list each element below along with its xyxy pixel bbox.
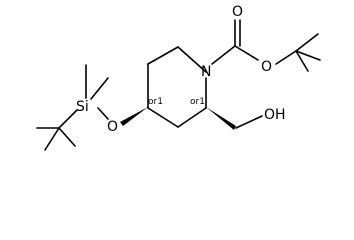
bond-carbonyl-ester-o: [234, 45, 259, 61]
atom-ester-oxygen: O: [261, 59, 272, 75]
bond-o-si: [97, 107, 109, 120]
bond-tbu-me-b: [58, 127, 76, 147]
atom-carbonyl-oxygen: O: [232, 4, 243, 20]
piperidine-ring: [147, 46, 207, 128]
bond-c3-c2: [177, 107, 207, 128]
bond-c6-c5: [147, 46, 179, 65]
bond-n1-c6: [177, 46, 207, 73]
bond-tbu-me-c: [44, 127, 60, 151]
stereo-label-c4: or1: [148, 97, 163, 107]
bond-ester-o-tbu: [275, 50, 297, 65]
bond-tbu-me1: [295, 33, 319, 52]
atom-silicon: Si: [76, 99, 89, 115]
stereo-label-c2: or1: [190, 97, 205, 107]
atom-nitrogen: N: [201, 64, 211, 80]
bond-c4-c3: [147, 107, 179, 128]
bond-si-tbu: [58, 109, 78, 129]
wedge-bond-c2-ch2: [206, 107, 236, 130]
atom-hydroxyl: OH: [264, 107, 286, 123]
atom-silyl-ether-oxygen: O: [107, 119, 118, 135]
tbs-group: [36, 64, 148, 151]
bond-tbu-me3: [295, 50, 309, 72]
structure-diagram: N O O O Si OH or1 or1: [36, 4, 321, 151]
bond-n1-carbonyl: [211, 45, 236, 65]
boc-group: [211, 19, 321, 72]
hydroxymethyl-group: [206, 107, 263, 130]
bond-si-me-right: [90, 77, 109, 100]
wedge-bond-c4-o: [120, 107, 148, 126]
bond-tbu-me2: [295, 50, 321, 61]
bond-ch2-oh: [235, 115, 263, 129]
